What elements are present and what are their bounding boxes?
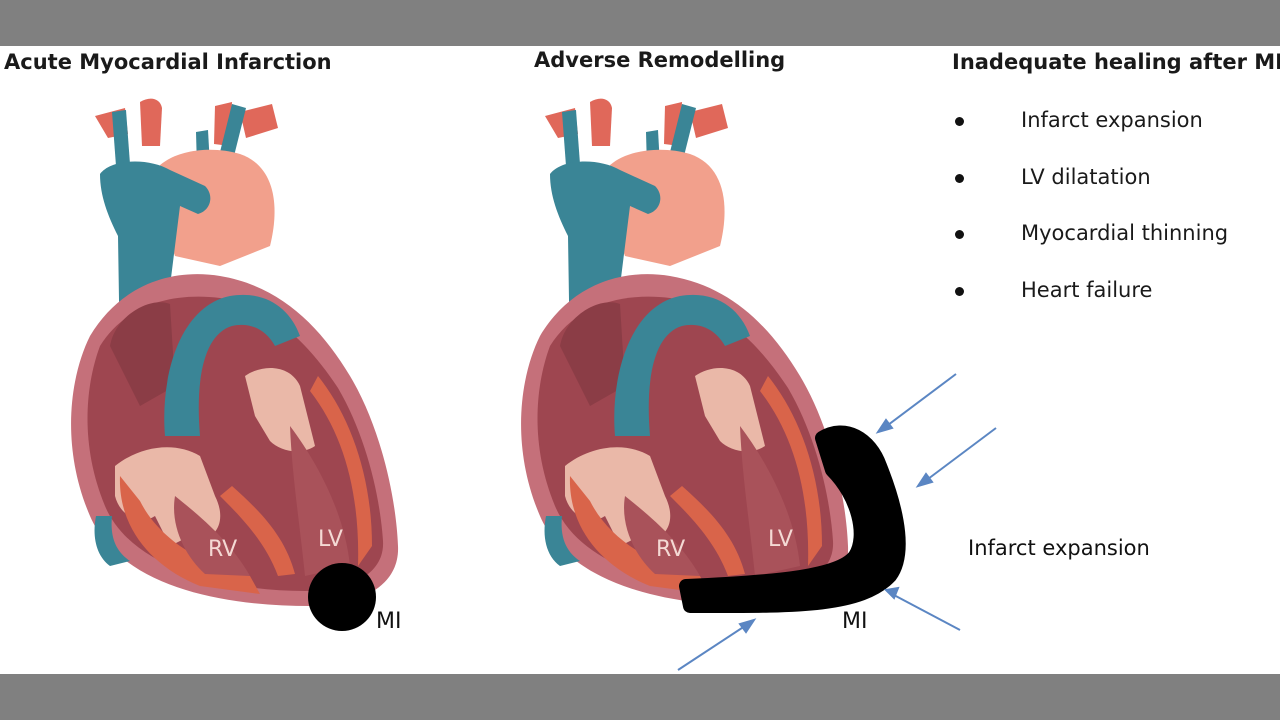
heart-adverse-remodelling: RV LV MI: [521, 98, 906, 634]
list-item: Infarct expansion: [952, 108, 1228, 165]
bullet-dot: [955, 230, 964, 239]
arrow-head-icon: [738, 618, 757, 634]
bullet-text: Infarct expansion: [1021, 108, 1203, 132]
list-item: Heart failure: [952, 278, 1228, 335]
infarct-expansion-region: [679, 425, 906, 614]
title-acute-mi: Acute Myocardial Infarction: [4, 50, 332, 74]
bullet-dot: [955, 286, 964, 296]
arrow-icon: [677, 623, 749, 671]
bullet-dot: [955, 117, 964, 126]
rv-label: RV: [656, 537, 685, 562]
arrow-head-icon: [875, 418, 894, 434]
arrow-head-icon: [883, 586, 900, 600]
lv-label: LV: [318, 527, 343, 552]
healing-list: Infarct expansion LV dilatation Myocardi…: [952, 108, 1228, 334]
bullet-text: Myocardial thinning: [1021, 221, 1229, 245]
heart-acute-mi: RV LV MI: [71, 98, 401, 634]
title-inadequate-healing: Inadequate healing after MI: [952, 50, 1280, 74]
rv-label: RV: [208, 537, 237, 562]
arrow-head-icon: [915, 472, 934, 488]
infarct-expansion-annotation: Infarct expansion: [968, 536, 1150, 560]
bullet-text: Heart failure: [1021, 277, 1153, 302]
mi-spot: [308, 563, 376, 631]
list-item: LV dilatation: [952, 165, 1228, 222]
list-item: Myocardial thinning: [952, 221, 1228, 278]
arrow-icon: [923, 427, 997, 483]
arrow-icon: [883, 373, 957, 429]
mi-label: MI: [376, 609, 401, 634]
expansion-arrows: [677, 373, 997, 671]
bullet-dot: [955, 173, 964, 183]
title-adverse-remodelling: Adverse Remodelling: [534, 48, 786, 72]
bullet-text: LV dilatation: [1021, 164, 1151, 189]
arrow-icon: [891, 593, 961, 631]
mi-label: MI: [842, 609, 867, 634]
hearts-illustration: RV LV MI RV LV MI: [71, 98, 997, 671]
diagram-canvas: Acute Myocardial Infarction Adverse Remo…: [0, 46, 1280, 674]
lv-label: LV: [768, 527, 793, 552]
